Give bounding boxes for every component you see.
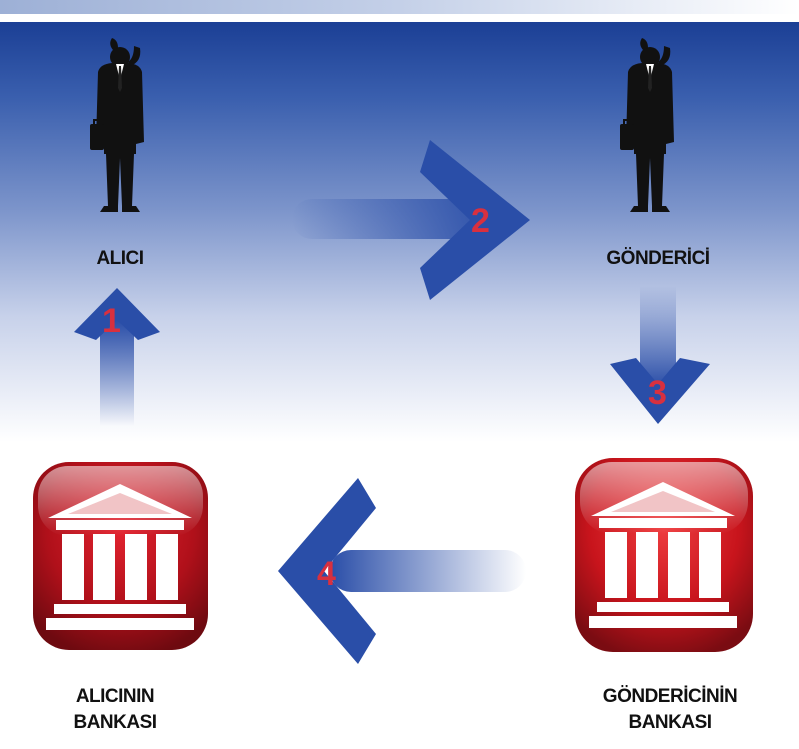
receiver-bank-label: ALICININ BANKASI <box>30 684 200 736</box>
sender-bank-label: GÖNDERİCİNİN BANKASI <box>575 684 765 736</box>
step-2-number: 2 <box>471 202 490 240</box>
sender-bank-label-line2: BANKASI <box>628 712 712 733</box>
receiver-bank-label-line2: BANKASI <box>73 712 157 733</box>
arrow-step-3 <box>610 286 710 424</box>
sender-person-icon <box>619 37 675 213</box>
step-1-number: 1 <box>102 302 121 340</box>
arrow-step-2 <box>292 140 530 300</box>
receiver-label: ALICI <box>96 248 144 269</box>
receiver-bank-icon <box>33 462 208 650</box>
sender-bank-label-line1: GÖNDERİCİNİN <box>602 686 738 707</box>
sender-bank-icon <box>575 458 753 652</box>
sender-label: GÖNDERİCİ <box>606 248 710 269</box>
arrow-step-4 <box>278 478 526 664</box>
top-decorative-strip <box>0 0 799 14</box>
receiver-bank-label-line1: ALICININ <box>75 686 155 707</box>
step-4-number: 4 <box>317 555 336 593</box>
step-3-number: 3 <box>648 374 667 412</box>
arrow-step-1 <box>74 288 160 426</box>
receiver-person-icon <box>89 37 145 213</box>
